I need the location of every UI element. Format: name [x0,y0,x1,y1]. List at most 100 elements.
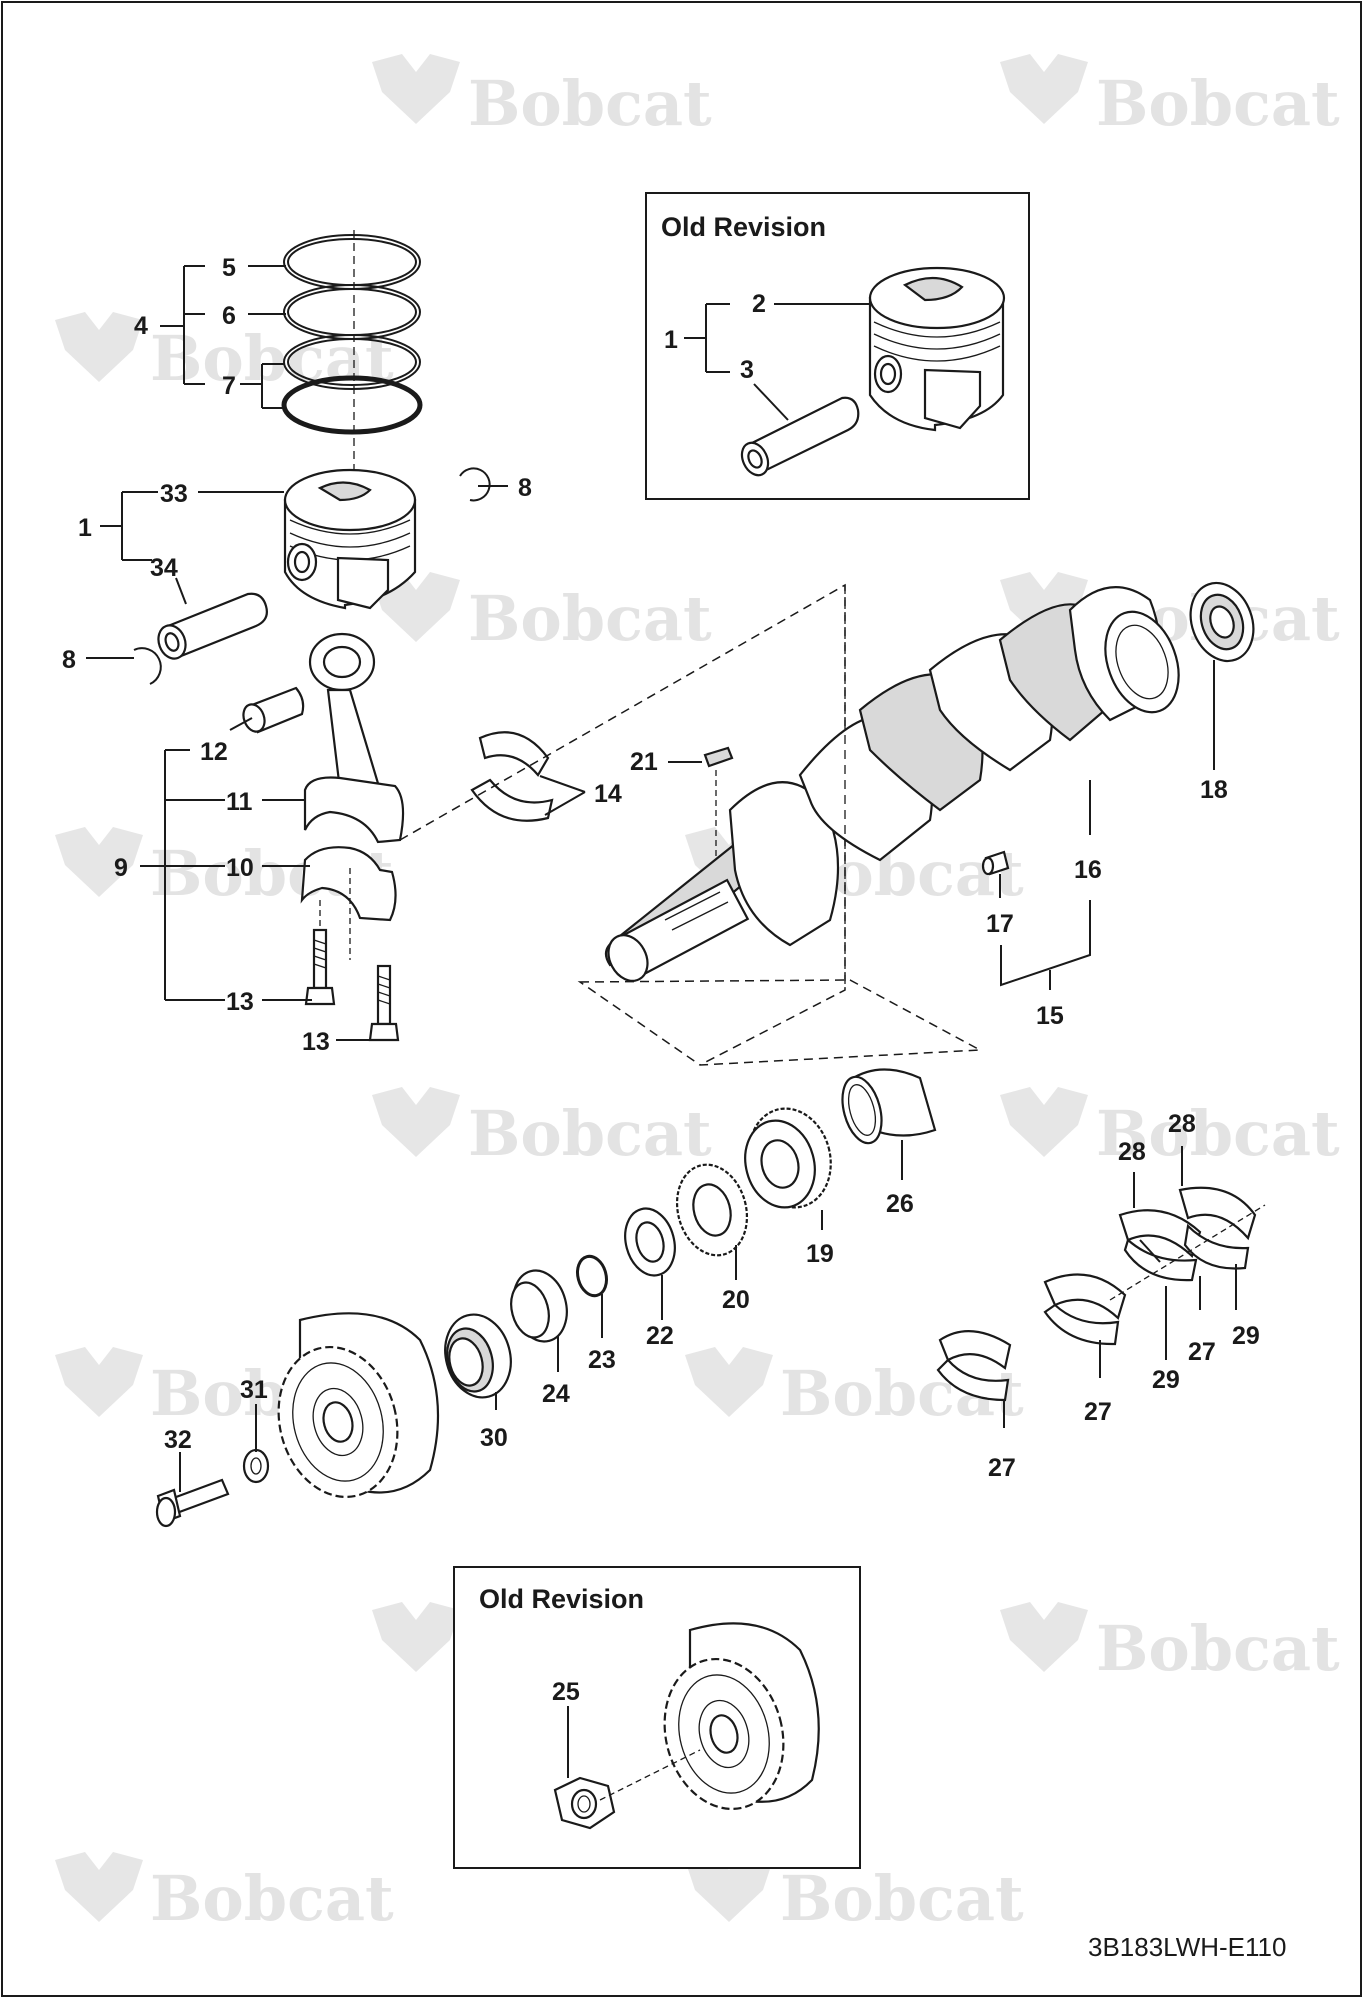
dowel-pin [981,850,1010,876]
callout-1-main: 1 [78,514,92,542]
old-revision-title-top: Old Revision [661,212,826,242]
callout-8-lower: 8 [62,646,76,674]
o-ring-23 [576,1254,608,1298]
watermark-text: Bobcat [468,67,712,140]
circlip-lower [133,647,162,685]
crank-pulley [277,1312,440,1499]
callout-10: 10 [226,854,254,882]
callout-2-old: 2 [752,290,766,318]
watermark-text: Bobcat [1096,67,1340,140]
piston-pin [157,592,268,660]
thrust-washer-22 [624,1207,676,1277]
main-bearing-rear [1109,1186,1266,1301]
callout-26: 26 [886,1190,914,1218]
oil-pump-gear-20 [675,1163,749,1257]
callout-13-lower: 13 [302,1028,330,1056]
crankshaft [604,585,1180,990]
watermark-text: Bobcat [468,1097,712,1170]
timing-axis-box [577,979,983,1066]
callout-9: 9 [114,854,128,882]
callout-16: 16 [1074,856,1102,884]
callout-32: 32 [164,1426,192,1454]
callout-23: 23 [588,1346,616,1374]
pulley-nut-25 [553,1776,616,1830]
callout-4: 4 [134,312,148,340]
callout-1-old: 1 [664,326,678,354]
pulley-bolt-32 [155,1478,230,1528]
callout-27-center: 27 [1084,1398,1112,1426]
callout-22: 22 [646,1322,674,1350]
bobcat-logo-icon [372,1087,460,1157]
callout-11: 11 [226,788,253,816]
bobcat-logo-icon [55,312,143,382]
callout-19: 19 [806,1240,834,1268]
watermark-text: Bobcat [780,1862,1024,1935]
bobcat-logo-icon [685,1852,773,1922]
bobcat-logo-icon [372,54,460,124]
callout-3-old: 3 [740,356,754,384]
callout-21: 21 [630,748,658,776]
woodruff-key [703,746,734,768]
watermark-text: Bobcat [468,582,712,655]
crank-gear-19 [744,1107,832,1209]
callout-25: 25 [552,1678,580,1706]
main-bearing-center [1043,1273,1127,1346]
bobcat-logo-icon [55,1347,143,1417]
callout-27-rear: 27 [1188,1338,1216,1366]
bobcat-logo-icon [1000,1602,1088,1672]
old-revision-title-bottom: Old Revision [479,1584,644,1614]
callout-15: 15 [1036,1002,1064,1030]
bobcat-logo-icon [1000,572,1088,642]
leader-lines [86,265,1237,1778]
watermark-text: Bobcat [1096,1612,1340,1685]
callout-31: 31 [240,1376,268,1404]
crankshaft-axis-line [399,583,846,1066]
callout-29-left: 29 [1152,1366,1180,1394]
old-revision-box-top: Old Revision [645,192,1030,500]
connecting-rod [300,632,405,970]
oil-seal-30 [444,1313,512,1399]
callout-6: 6 [222,302,236,330]
crank-sleeve-26 [841,1068,937,1145]
watermark-text: Bobcat [150,1862,394,1935]
main-bearing-front [936,1330,1012,1402]
callout-13-upper: 13 [226,988,254,1016]
piston-rings [281,230,423,470]
callout-18: 18 [1200,776,1228,804]
callout-30: 30 [480,1424,508,1452]
old-crank-pulley [663,1622,820,1811]
callout-28-left: 28 [1118,1138,1146,1166]
watermark-text: Bobcat [1096,1097,1340,1170]
callout-7: 7 [222,372,236,400]
bobcat-logo-icon [372,1602,460,1672]
callout-labels: 5 6 4 7 8 33 1 34 8 12 11 9 10 13 13 14 … [62,254,1260,1706]
callout-29-right: 29 [1232,1322,1260,1350]
rod-bolt-right [368,964,400,1042]
bobcat-logo-icon [685,1347,773,1417]
callout-27-front: 27 [988,1454,1016,1482]
bobcat-logo-icon [55,827,143,897]
old-piston-pin [740,396,860,477]
callout-28-right: 28 [1168,1110,1196,1138]
callout-34: 34 [150,554,178,582]
bobcat-logo-icon [55,1852,143,1922]
callout-12: 12 [200,738,228,766]
figure-code: 3B183LWH-E110 [1088,1932,1286,1962]
circlip-upper [459,467,491,502]
bobcat-logo-icon [1000,54,1088,124]
collar-24 [510,1269,568,1343]
callout-17: 17 [986,910,1014,938]
rod-bolt-left [304,928,336,1006]
bobcat-logo-icon [1000,1087,1088,1157]
callout-33: 33 [160,480,188,508]
callout-8-upper: 8 [518,474,532,502]
piston-assembly [283,468,417,610]
callout-5: 5 [222,254,236,282]
old-piston [868,266,1006,432]
old-revision-box-bottom: Old Revision [453,1566,861,1869]
callout-24: 24 [542,1380,570,1408]
small-end-bush [242,686,305,734]
